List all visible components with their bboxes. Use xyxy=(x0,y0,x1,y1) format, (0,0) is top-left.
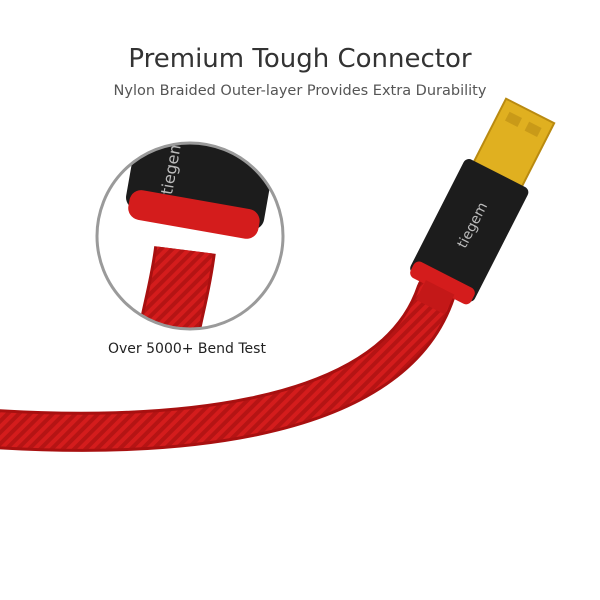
page-subtitle: Nylon Braided Outer-layer Provides Extra… xyxy=(113,83,487,99)
connector-red-ring xyxy=(410,261,475,305)
inset-ring xyxy=(95,141,285,331)
main-cable-braid xyxy=(0,275,453,449)
page-title: Premium Tough Connector xyxy=(128,44,472,74)
connector-housing xyxy=(410,159,529,302)
inset-closeup: tiegem xyxy=(97,143,283,329)
inset-caption: Over 5000+ Bend Test xyxy=(108,341,266,357)
usb-connector: tiegem xyxy=(410,97,556,315)
